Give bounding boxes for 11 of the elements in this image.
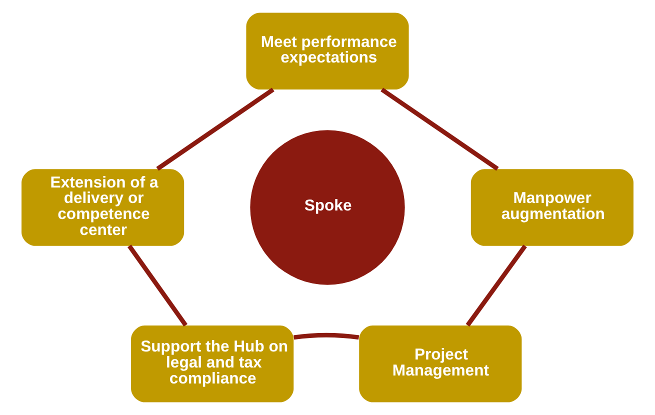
node-box: Project Management	[359, 326, 522, 402]
connector	[380, 88, 499, 171]
connector	[156, 88, 274, 171]
connector	[294, 332, 360, 340]
connector	[127, 244, 188, 327]
node-box: Manpower augmentation	[470, 169, 634, 246]
connector	[466, 244, 527, 327]
node-circle: Spoke	[250, 130, 405, 285]
node-box: Meet performance expectations	[246, 12, 409, 90]
node-box: Extension of a delivery or competence center	[22, 169, 184, 246]
node-box: Support the Hub on legal and tax compliance	[131, 326, 294, 402]
